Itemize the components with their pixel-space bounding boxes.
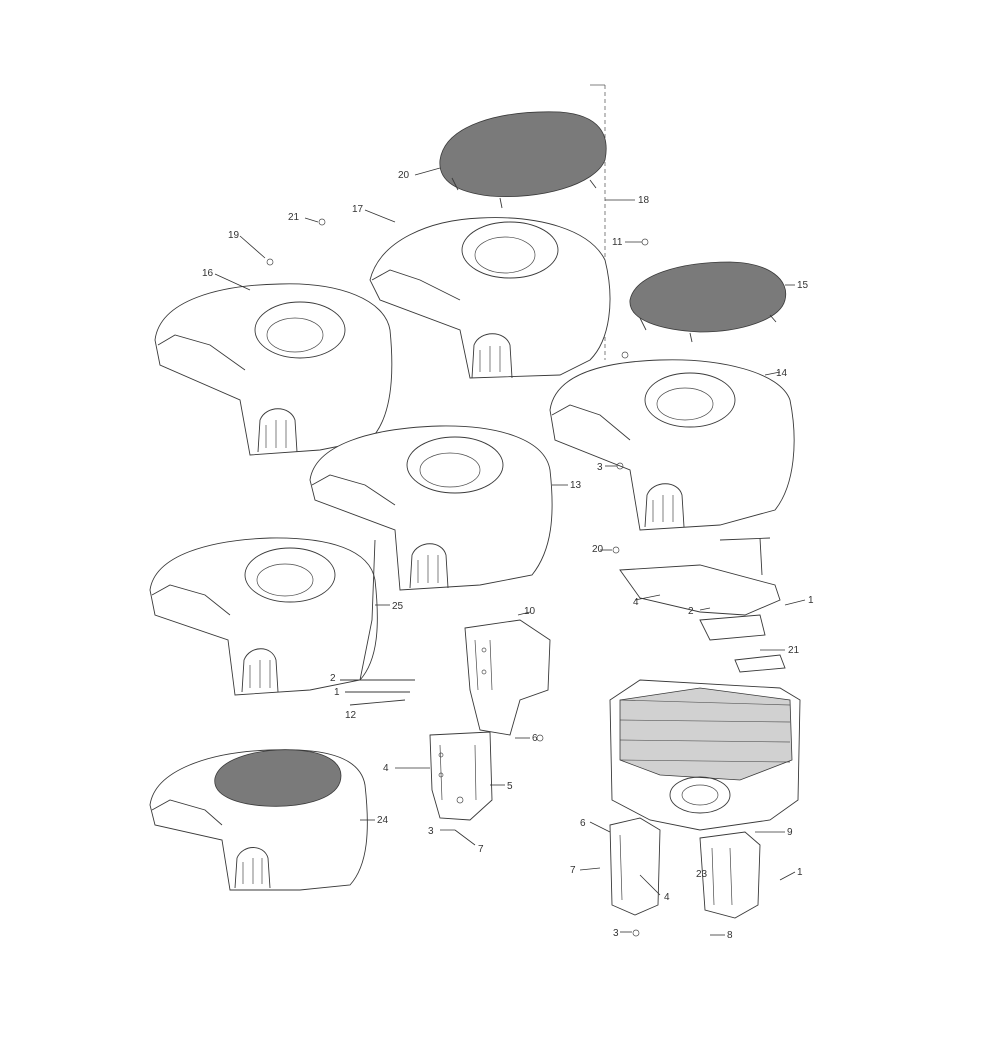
callout-8: 8	[727, 930, 733, 941]
callout-6-mid: 6	[532, 733, 538, 744]
part-lower-baffle-left	[609, 817, 661, 916]
callout-25: 25	[392, 601, 404, 612]
part-blower-housing-13	[309, 425, 553, 591]
leader-lines	[214, 167, 806, 936]
callout-3-lower: 3	[613, 928, 619, 939]
callout-12: 12	[345, 710, 357, 721]
callout-4-lower: 4	[664, 892, 670, 903]
callout-4-right: 4	[633, 597, 639, 608]
callout-21-top: 21	[288, 212, 300, 223]
callout-13: 13	[570, 480, 582, 491]
callout-1-left: 1	[334, 687, 340, 698]
callout-21-right: 21	[788, 645, 800, 656]
part-grille-cover-right	[629, 261, 787, 343]
callout-9: 9	[787, 827, 793, 838]
callout-labels: 20 21 17 19 16 18 11 15 14 3 13 20 4 1 2…	[202, 170, 814, 941]
callout-20-right: 20	[592, 544, 604, 555]
callout-17: 17	[352, 204, 364, 215]
callout-4-left: 4	[383, 763, 389, 774]
part-linkage-rod	[340, 539, 415, 706]
callout-19: 19	[228, 230, 240, 241]
callout-14: 14	[776, 368, 788, 379]
part-blower-housing-22	[149, 537, 378, 696]
part-blower-housing-16	[154, 283, 393, 456]
part-blower-housing-14	[549, 359, 795, 531]
callout-3-mid: 3	[597, 462, 603, 473]
callout-2-right: 2	[688, 606, 694, 617]
callout-11: 11	[612, 237, 623, 248]
part-bracket-assembly	[619, 537, 786, 673]
callout-2-left: 2	[330, 673, 336, 684]
callout-6-right: 6	[580, 818, 586, 829]
callout-7-right: 7	[570, 865, 576, 876]
part-blower-housing-17	[369, 217, 611, 379]
callout-5: 5	[507, 781, 513, 792]
callout-16: 16	[202, 268, 214, 279]
part-screws	[266, 218, 649, 937]
part-lower-baffle-right	[699, 831, 761, 919]
part-blower-housing-24	[149, 749, 368, 891]
callout-20: 20	[398, 170, 410, 181]
callout-1-lower: 1	[797, 867, 803, 878]
part-baffle-10	[464, 619, 551, 736]
callout-24: 24	[377, 815, 389, 826]
callout-1-right: 1	[808, 595, 814, 606]
callout-23: 23	[696, 869, 708, 880]
callout-15: 15	[797, 280, 809, 291]
part-engine-block	[609, 679, 801, 831]
callout-3-left: 3	[428, 826, 434, 837]
callout-7-left: 7	[478, 844, 484, 855]
callout-10: 10	[524, 606, 536, 617]
callout-18: 18	[638, 195, 650, 206]
part-baffle-5	[429, 731, 493, 821]
part-grille-cover-top	[439, 111, 607, 209]
